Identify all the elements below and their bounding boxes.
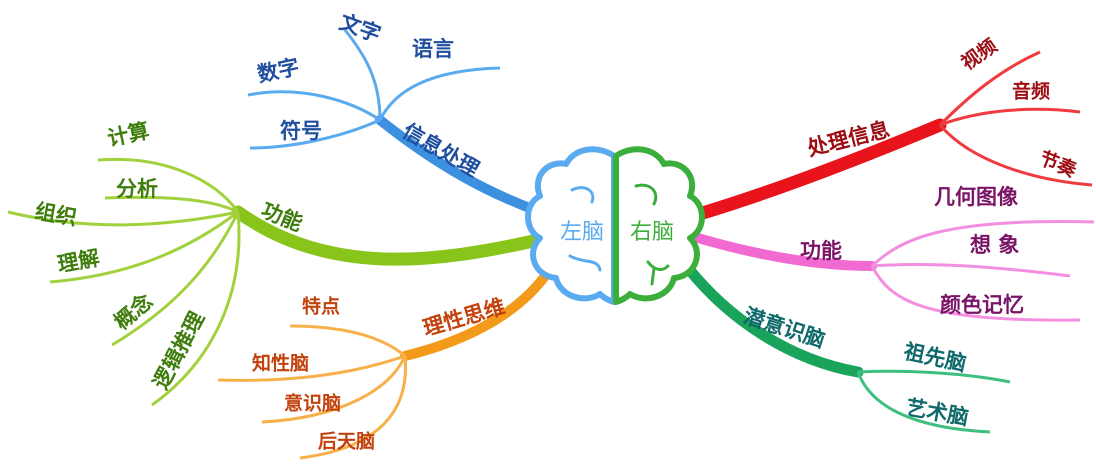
subconscious-item-yishu: 艺术脑 bbox=[904, 395, 970, 430]
process-sub-connector-shipin bbox=[938, 50, 1041, 127]
func-left-item-zuzhi: 组织 bbox=[33, 199, 79, 230]
func-right-sub-connector-xiangxiang bbox=[871, 262, 1071, 278]
func-right-main-connector bbox=[693, 233, 877, 271]
right-fold-top bbox=[634, 183, 658, 206]
rational-item-zhixing: 知性脑 bbox=[252, 352, 309, 375]
info-sub-connector-shuzi bbox=[247, 90, 381, 122]
func-right-item-xiangxiang: 想 象 bbox=[970, 233, 1019, 257]
info-item-fuhao: 符号 bbox=[280, 119, 322, 143]
func-left-sub-connector-luoji bbox=[151, 211, 241, 407]
info-item-yuyan: 语言 bbox=[412, 37, 454, 61]
left-fold-bottom bbox=[568, 254, 602, 272]
process-sub-connector-yinpin bbox=[939, 107, 1081, 127]
func-right-item-jihe: 几何图像 bbox=[934, 185, 1019, 209]
subconscious-main-connector bbox=[682, 262, 864, 378]
right-fold-bottom bbox=[646, 260, 670, 286]
rational-item-tedian: 特点 bbox=[302, 296, 340, 318]
left-hemisphere bbox=[525, 146, 617, 305]
process-item-yinpin: 音频 bbox=[1012, 80, 1050, 103]
rational-sub-connector-yishi bbox=[261, 355, 407, 424]
rational-main-connector bbox=[400, 267, 553, 361]
info-sub-connector-wenzi bbox=[343, 29, 382, 121]
rational-item-yishi: 意识脑 bbox=[284, 392, 341, 415]
left-fold-top bbox=[570, 186, 595, 204]
rational-sub-connector-zhixing bbox=[217, 354, 406, 382]
brain-right-label: 右脑 bbox=[630, 220, 674, 245]
subconscious-sub-connector-zuxian bbox=[857, 369, 1011, 384]
process-main-connector bbox=[689, 118, 947, 222]
process-item-shipin: 视频 bbox=[957, 34, 1001, 75]
rational-sub-connector-houtian bbox=[299, 355, 408, 460]
func-right-branch-label: 功能 bbox=[800, 239, 842, 263]
func-left-item-fenxi: 分析 bbox=[116, 177, 158, 201]
func-left-item-lijie: 理解 bbox=[56, 246, 102, 277]
func-right-sub-connector-yanse bbox=[870, 265, 1081, 322]
branch-function-right: 功能 几何图像 想 象 颜色记忆 bbox=[693, 185, 1095, 322]
info-branch-label: 信息处理 bbox=[399, 119, 484, 182]
info-sub-connector-yuyan bbox=[378, 66, 501, 121]
info-item-wenzi: 文字 bbox=[336, 10, 384, 47]
process-sub-connector-jiezou bbox=[938, 124, 1093, 187]
func-left-sub-connector-lijie bbox=[49, 210, 239, 284]
brain-left-label: 左脑 bbox=[560, 220, 604, 245]
func-left-main-connector bbox=[231, 205, 545, 266]
rational-item-houtian: 后天脑 bbox=[318, 430, 375, 453]
rational-sub-connector-tedian bbox=[289, 324, 406, 358]
info-item-shuzi: 数字 bbox=[255, 55, 301, 87]
info-sub-connector-fuhao bbox=[249, 118, 381, 150]
func-right-item-yanse: 颜色记忆 bbox=[940, 293, 1024, 317]
func-left-item-luoji: 逻辑推理 bbox=[149, 308, 210, 393]
func-right-sub-connector-jihe bbox=[870, 220, 1095, 268]
func-left-item-gainian: 概念 bbox=[110, 289, 158, 334]
branch-info-processing: 信息处理 文字 语言 数字 符号 bbox=[247, 10, 545, 217]
func-left-sub-connector-jisuan bbox=[97, 157, 240, 213]
subconscious-sub-connector-yishu bbox=[856, 371, 991, 434]
info-main-connector bbox=[375, 115, 545, 217]
func-left-item-jisuan: 计算 bbox=[105, 119, 151, 151]
func-left-sub-connector-fenxi bbox=[104, 195, 239, 214]
func-left-sub-connector-zuzhi bbox=[7, 210, 239, 227]
branch-rational-thinking: 理性思维 特点 知性脑 意识脑 后天脑 bbox=[217, 267, 553, 460]
brain-icon: 左脑 右脑 bbox=[525, 146, 705, 305]
branch-process-info: 处理信息 视频 音频 节奏 bbox=[689, 34, 1093, 222]
func-left-sub-connector-gainian bbox=[111, 211, 240, 347]
right-hemisphere bbox=[613, 146, 705, 305]
